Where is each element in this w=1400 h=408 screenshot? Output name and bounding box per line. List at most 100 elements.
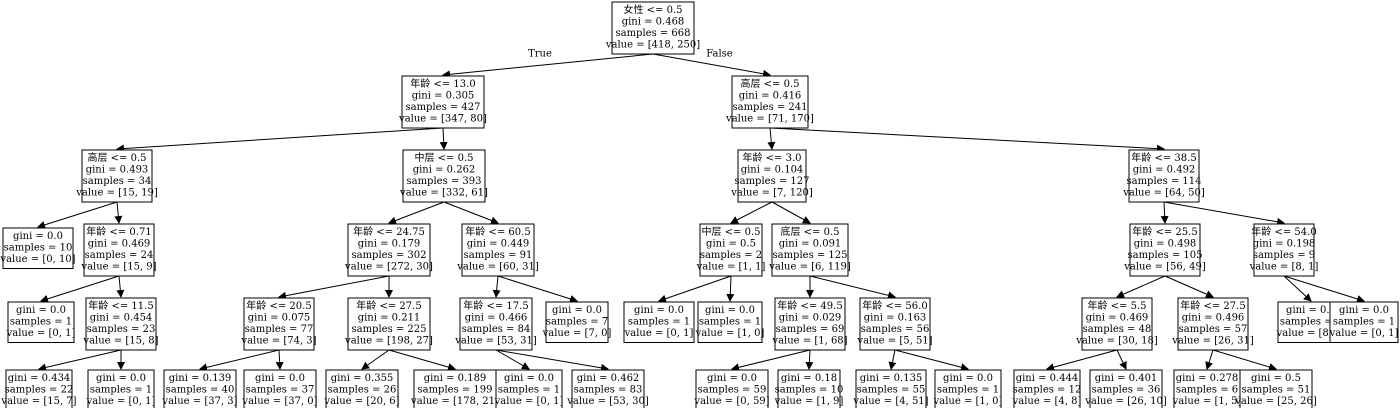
tree-node-line: 年龄 <= 54.0 [1251, 225, 1316, 238]
tree-node-line: value = [15, 19] [75, 188, 158, 199]
tree-node-line: gini = 0.262 [413, 165, 476, 176]
tree-node-line: samples = 1 [10, 317, 72, 328]
tree-node-line: value = [37, 3] [161, 396, 237, 407]
tree-node-line: gini = 0.0 [16, 305, 66, 316]
tree-node-line: value = [5, 51] [856, 336, 932, 347]
tree-edge-line [275, 349, 284, 370]
tree-node-line: gini = 0.0 [634, 305, 684, 316]
tree-node-line: 年龄 <= 17.5 [463, 299, 528, 312]
tree-node-box [85, 297, 157, 351]
tree-node-line: gini = 0.0 [707, 373, 757, 384]
tree-node-line: 年龄 <= 24.75 [353, 225, 425, 238]
tree-node-line: gini = 0.498 [1134, 239, 1197, 250]
tree-node-box [731, 75, 809, 129]
tree-node-box [1173, 369, 1241, 408]
tree-node-line: gini = 0.5 [1251, 373, 1301, 384]
tree-node-line: 年龄 <= 27.5 [356, 299, 421, 312]
tree-node-line: gini = 0.0 [1339, 305, 1389, 316]
tree-node-line: samples = 1 [628, 317, 690, 328]
tree-node-line: 中层 <= 0.5 [414, 151, 473, 164]
tree-edge-line [116, 127, 444, 153]
tree-edge-n18-n34 [388, 349, 456, 371]
tree-node-box [611, 1, 695, 55]
tree-edge-n8-n16 [116, 275, 125, 298]
tree-node-line: samples = 56 [861, 324, 930, 335]
tree-node-line: gini = 0.0 [552, 305, 602, 316]
tree-node-line: gini = 0.454 [90, 313, 153, 324]
tree-node-line: samples = 51 [1242, 385, 1311, 396]
tree-node-line: gini = 0.0 [504, 373, 554, 384]
tree-node-line: value = [7, 0] [542, 328, 612, 339]
tree-node-line: gini = 0.211 [358, 313, 421, 324]
tree-node-box [1239, 369, 1313, 408]
tree-edge-line [1163, 201, 1285, 226]
tree-node-line: value = [347, 80] [398, 114, 487, 125]
tree-node-line: 年龄 <= 60.5 [465, 225, 530, 238]
tree-edge-line [495, 349, 609, 372]
tree-node-line: samples = 1 [699, 317, 761, 328]
tree-node-line: 底层 <= 0.5 [780, 225, 839, 238]
tree-node-line: value = [26, 31] [1171, 336, 1254, 347]
tree-node-line: samples = 26 [328, 385, 397, 396]
tree-node-line: value = [0, 1] [6, 328, 76, 339]
tree-edge-n14-n28 [1283, 275, 1365, 303]
tree-edge-n11-n21 [658, 275, 732, 303]
tree-node-line: gini = 0.0 [943, 373, 993, 384]
tree-edge-n0-n1: True [442, 49, 654, 79]
tree-node-box [402, 149, 486, 203]
tree-node-line: gini = 0.0 [1286, 305, 1336, 316]
tree-edge-line [492, 275, 501, 298]
tree-node-box [774, 297, 846, 351]
tree-edge-line [278, 275, 390, 300]
tree-edge-line [805, 349, 814, 370]
tree-node-line: samples = 12 [1013, 385, 1082, 396]
tree-node-line: samples = 36 [1092, 385, 1161, 396]
tree-edge-line [767, 127, 776, 150]
tree-edge-line [388, 201, 445, 225]
tree-edge-line [652, 53, 771, 78]
tree-node-box [1128, 149, 1200, 203]
tree-node-line: value = [178, 21] [410, 396, 499, 407]
tree-edge-n19-n35 [495, 349, 530, 370]
tree-edge-line [38, 349, 122, 372]
tree-node-line: gini = 0.0 [255, 373, 305, 384]
tree-node-line: 年龄 <= 25.5 [1132, 225, 1197, 238]
tree-node-line: value = [1, 0] [933, 396, 1003, 407]
tree-edge-line [439, 127, 448, 150]
tree-node-line: value = [0, 59] [693, 396, 769, 407]
tree-edge-n23-n38 [805, 349, 814, 370]
tree-node-line: samples = 77 [245, 324, 314, 335]
tree-node-line: 年龄 <= 11.5 [88, 299, 153, 312]
tree-edge-n10-n19 [492, 275, 501, 298]
tree-edge-line [114, 201, 123, 224]
tree-edge-line [442, 53, 654, 79]
tree-node-line: value = [60, 31] [456, 262, 539, 273]
tree-node-box [243, 369, 317, 408]
tree-node-line: gini = 0.466 [465, 313, 528, 324]
tree-edge-line [495, 349, 530, 370]
tree-node-line: samples = 10 [4, 243, 73, 254]
tree-node-line: gini = 0.469 [1086, 313, 1149, 324]
tree-node-line: samples = 1 [937, 385, 999, 396]
tree-edge-n14-n27 [1283, 275, 1312, 302]
tree-edge-n17-n31 [199, 349, 280, 372]
tree-node-line: 年龄 <= 0.71 [86, 225, 151, 238]
tree-edge-n2-n5 [767, 127, 776, 150]
tree-edge-line [199, 349, 280, 372]
tree-edge-line [497, 275, 578, 303]
tree-node-box [1177, 297, 1249, 351]
